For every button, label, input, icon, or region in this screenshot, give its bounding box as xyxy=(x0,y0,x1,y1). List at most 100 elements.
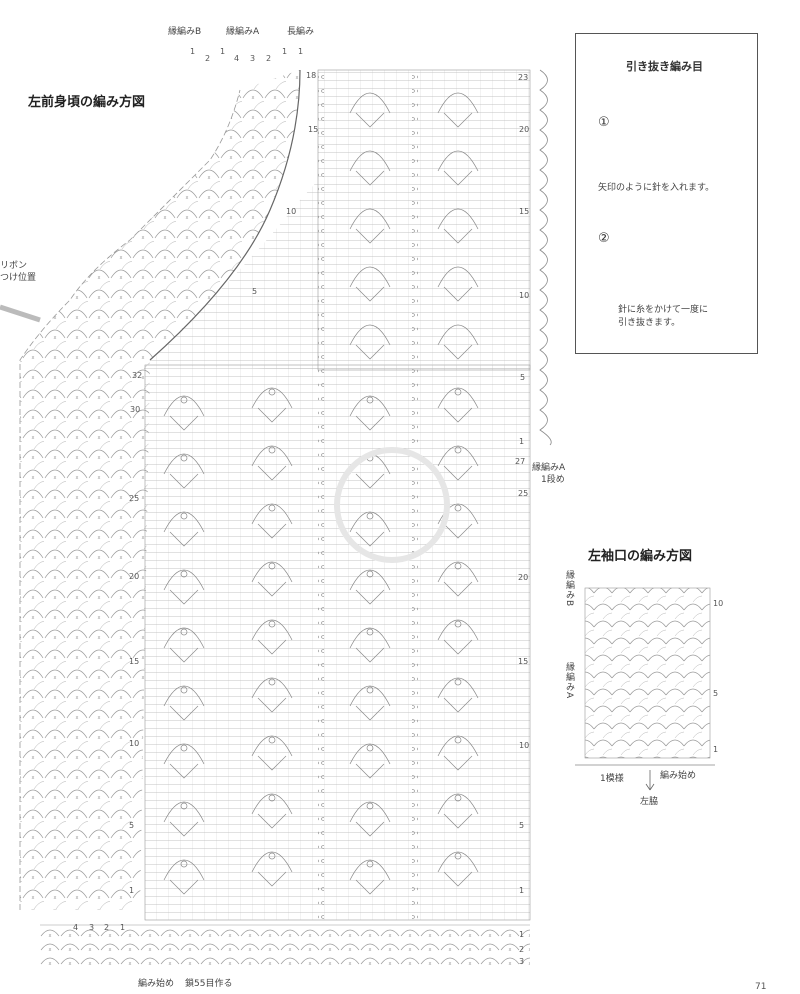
pineapple-motif xyxy=(437,324,479,360)
pineapple-motif xyxy=(349,743,391,779)
pineapple-motif xyxy=(349,266,391,302)
motif-center xyxy=(180,396,188,404)
top-col-0: 1 xyxy=(190,47,196,56)
inner-mark-11: 1 xyxy=(129,886,135,895)
motif-center xyxy=(180,860,188,868)
right-mark-6: 27 xyxy=(515,457,526,466)
motif-center xyxy=(268,620,276,628)
bottom-col-0: 4 xyxy=(73,923,79,932)
pineapple-motif xyxy=(349,569,391,605)
legend-step2-text-1: 針に糸をかけて一度に xyxy=(618,305,709,315)
motif-center xyxy=(366,860,374,868)
inner-mark-10: 5 xyxy=(129,821,135,830)
pineapple-motif xyxy=(349,324,391,360)
top-col-4: 3 xyxy=(250,54,256,63)
label-edge-a: 縁編みA xyxy=(226,27,260,37)
pineapple-motif xyxy=(251,735,293,771)
pineapple-motif xyxy=(349,685,391,721)
legend-step1-text: 矢印のように針を入れます。 xyxy=(598,183,715,193)
motif-center xyxy=(454,562,462,570)
top-col-6: 1 xyxy=(282,47,288,56)
pineapple-motif xyxy=(437,503,479,539)
inner-mark-3: 5 xyxy=(252,287,258,296)
bottom-col-3: 1 xyxy=(120,923,126,932)
right-mark-0: 23 xyxy=(518,73,529,82)
pineapple-motif xyxy=(349,208,391,244)
cuff-row-10: 10 xyxy=(713,599,724,608)
pineapple-motif xyxy=(251,561,293,597)
motif-center xyxy=(268,678,276,686)
motif-center xyxy=(454,446,462,454)
right-mark-14: 2 xyxy=(519,945,525,954)
pineapple-motif xyxy=(163,627,205,663)
start-label: 編み始め xyxy=(138,979,175,989)
top-col-7: 1 xyxy=(298,47,304,56)
right-mark-8: 20 xyxy=(518,573,529,582)
right-mark-12: 1 xyxy=(519,886,525,895)
top-col-1: 2 xyxy=(205,54,211,63)
cuff-label-edge-a: 縁編みA xyxy=(564,662,574,700)
right-mark-13: 1 xyxy=(519,930,525,939)
motif-center xyxy=(180,744,188,752)
top-col-3: 4 xyxy=(234,54,240,63)
motif-center xyxy=(268,446,276,454)
pineapple-motif xyxy=(251,851,293,887)
pineapple-motif xyxy=(251,503,293,539)
right-mark-15: 3 xyxy=(519,957,525,966)
cuff-row-1: 1 xyxy=(713,745,719,754)
motif-center xyxy=(180,628,188,636)
pineapple-motif xyxy=(349,150,391,186)
right-mark-7: 25 xyxy=(518,489,529,498)
pineapple-motif xyxy=(437,387,479,423)
pineapple-motif xyxy=(163,801,205,837)
pineapple-motif xyxy=(251,387,293,423)
motif-center xyxy=(454,794,462,802)
inner-mark-4: 32 xyxy=(132,371,143,380)
inner-mark-6: 25 xyxy=(129,494,140,503)
pineapple-motif xyxy=(437,150,479,186)
cuff-start: 編み始め xyxy=(660,771,697,781)
edge-a-start-1: 縁編みA xyxy=(532,463,566,473)
motif-center xyxy=(454,620,462,628)
right-mark-4: 5 xyxy=(520,373,526,382)
motif-center xyxy=(366,628,374,636)
cuff-row-5: 5 xyxy=(713,689,719,698)
cuff-label-edge-b: 縁編みB xyxy=(564,570,574,608)
pineapple-motif xyxy=(163,569,205,605)
pineapple-motif xyxy=(349,395,391,431)
inner-mark-9: 10 xyxy=(129,739,140,748)
right-mark-11: 5 xyxy=(519,821,525,830)
pineapple-motif xyxy=(163,859,205,895)
pineapple-motif xyxy=(437,445,479,481)
motif-center xyxy=(454,388,462,396)
pineapple-motif xyxy=(437,793,479,829)
motif-center xyxy=(268,388,276,396)
pineapple-motif xyxy=(349,801,391,837)
pineapple-motif xyxy=(349,859,391,895)
inner-mark-1: 15 xyxy=(308,125,319,134)
pineapple-motif xyxy=(437,677,479,713)
motif-center xyxy=(366,744,374,752)
label-edge-b: 縁編みB xyxy=(168,27,202,37)
inner-mark-8: 15 xyxy=(129,657,140,666)
motif-center xyxy=(454,736,462,744)
right-mark-2: 15 xyxy=(519,207,530,216)
page-number: 71 xyxy=(755,982,767,992)
pineapple-motif xyxy=(437,208,479,244)
label-dc: 長編み xyxy=(287,27,315,37)
legend-title: 引き抜き編み目 xyxy=(626,60,703,73)
motif-center xyxy=(268,852,276,860)
motif-center xyxy=(180,802,188,810)
right-mark-10: 10 xyxy=(519,741,530,750)
main-chart-title: 左前身頃の編み方図 xyxy=(28,95,146,110)
inner-mark-5: 30 xyxy=(130,405,141,414)
legend-step1-number: ① xyxy=(598,115,610,130)
pineapple-motif xyxy=(349,511,391,547)
pineapple-motif xyxy=(437,266,479,302)
motif-center xyxy=(366,686,374,694)
pineapple-motif xyxy=(437,735,479,771)
pineapple-motif xyxy=(163,395,205,431)
motif-center xyxy=(268,794,276,802)
edge-a-start-2: 1段め xyxy=(541,475,565,485)
